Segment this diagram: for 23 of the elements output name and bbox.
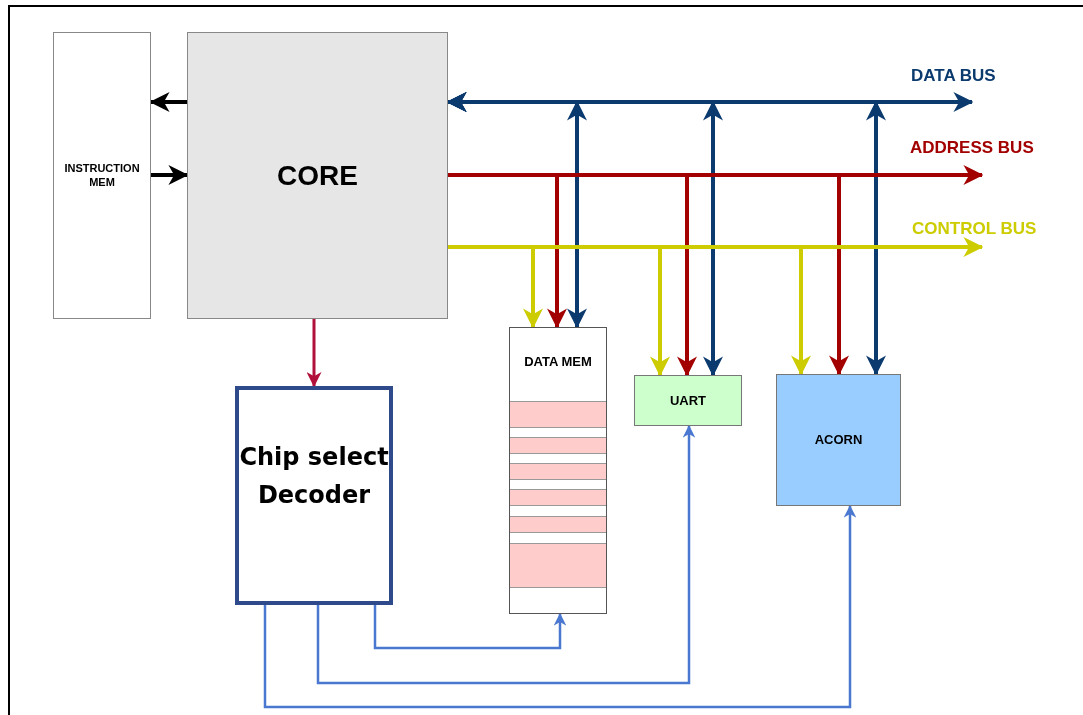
arrow xyxy=(316,425,696,685)
peripheral-block xyxy=(634,375,742,426)
arrow xyxy=(373,605,567,650)
block-label: INSTRUCTION MEM xyxy=(63,161,141,190)
block-label: ACORN xyxy=(814,431,863,450)
memory-block xyxy=(509,327,607,614)
bus-label: DATA BUS xyxy=(911,65,996,88)
block-label: CORE xyxy=(277,158,358,193)
block-label: DATA MEM xyxy=(524,353,592,371)
block-label: Chip select Decoder xyxy=(239,441,389,511)
bus-label: CONTROL BUS xyxy=(912,218,1037,241)
peripheral-block xyxy=(776,374,901,506)
core-block xyxy=(187,32,448,319)
arrow xyxy=(448,245,811,376)
block-label: UART xyxy=(669,391,707,410)
arrow xyxy=(263,505,857,709)
arrow xyxy=(149,92,187,112)
arrow xyxy=(151,165,189,185)
arrow xyxy=(448,92,886,374)
memory-block xyxy=(53,32,151,319)
decoder-block xyxy=(235,386,393,605)
bus-label: ADDRESS BUS xyxy=(910,137,1034,160)
arrow xyxy=(306,319,322,388)
